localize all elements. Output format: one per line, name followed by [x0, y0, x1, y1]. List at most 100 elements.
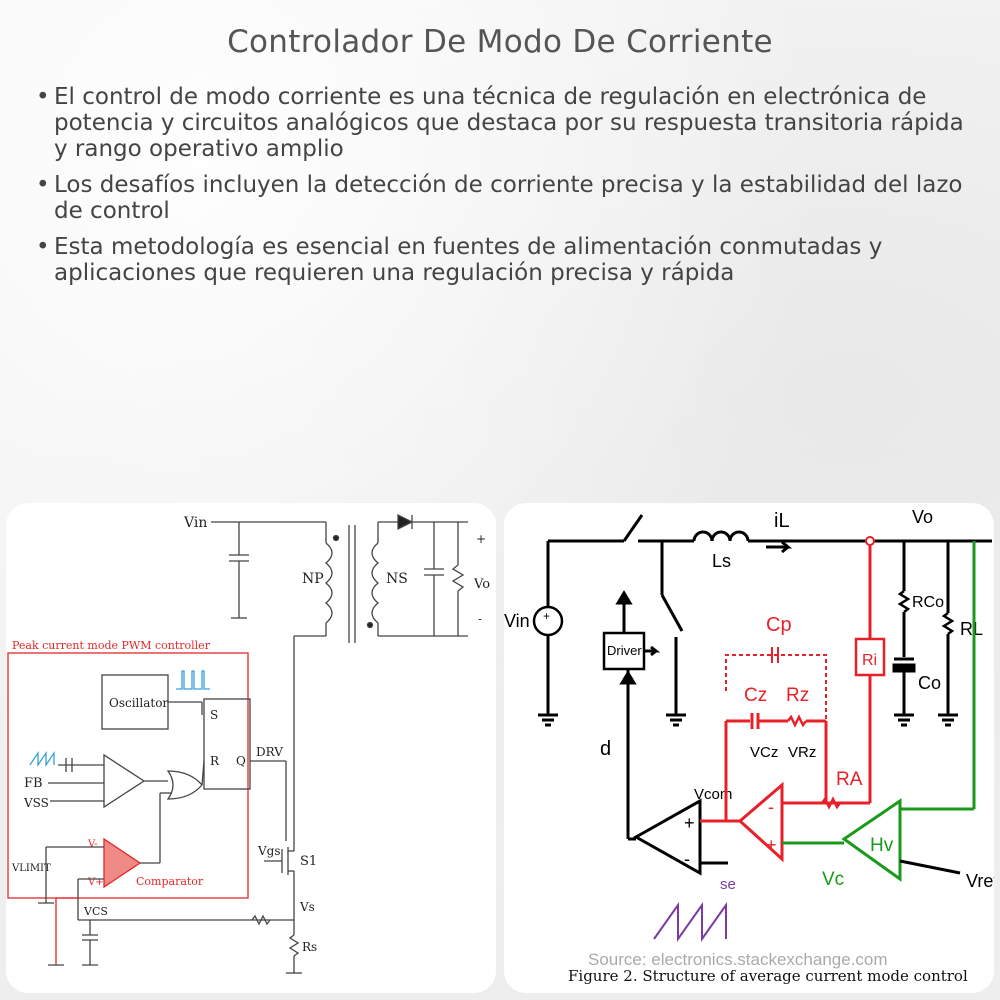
ca-plus: +	[766, 835, 777, 855]
load-resistor	[451, 564, 465, 592]
inductor-ls	[692, 530, 750, 542]
bullet-text: Esta metodología es esencial en fuentes …	[54, 234, 883, 286]
label-vcs: VCS	[83, 905, 108, 918]
ground-icon	[938, 713, 958, 727]
label-vref: Vref	[966, 871, 994, 891]
label-vin: Vin	[183, 515, 207, 531]
ground-icon	[538, 713, 558, 727]
label-vcz: VCz	[750, 744, 778, 761]
controller-box	[7, 652, 249, 899]
label-v-minus: V-	[87, 839, 98, 850]
bullet-list: •El control de modo corriente es una téc…	[36, 84, 966, 296]
switch	[660, 594, 684, 632]
label-vs: Vs	[299, 900, 315, 914]
bullet-item: •Esta metodología es esencial en fuentes…	[36, 234, 966, 286]
label-q: Q	[236, 754, 246, 768]
current-amp	[737, 781, 784, 863]
label-r: R	[210, 754, 220, 768]
label-v-plus: V+	[87, 877, 104, 888]
label-d: d	[600, 738, 611, 760]
label-minus: -	[478, 612, 482, 626]
diode	[397, 513, 414, 531]
bullet-text: El control de modo corriente es una técn…	[54, 84, 964, 162]
label-rl: RL	[960, 619, 983, 639]
peak-current-mode-schematic: Vin NP NS + Vo	[6, 503, 496, 993]
cp-dashed-loop	[725, 654, 827, 721]
bullet-dot: •	[36, 172, 50, 198]
wire	[201, 760, 205, 786]
bullet-dot: •	[36, 84, 50, 110]
label-il: iL	[774, 510, 790, 532]
error-amplifier	[103, 753, 146, 809]
label-plus: +	[476, 532, 486, 546]
label-np: NP	[302, 571, 324, 587]
label-vss: VSS	[23, 796, 49, 810]
label-s: S	[210, 708, 218, 722]
label-hv: Hv	[870, 835, 894, 856]
label-rs: Rs	[302, 940, 317, 954]
average-current-mode-schematic: iL Ls Vo + Vin Driver d Vcom + - se	[504, 503, 994, 993]
up-arrow-icon	[619, 670, 637, 685]
bullet-text: Los desafíos incluyen la detección de co…	[54, 172, 963, 224]
sense-resistor	[288, 934, 300, 957]
bullet-dot: •	[36, 234, 50, 260]
driver-arrow	[644, 645, 661, 657]
label-rco: RCo	[912, 594, 944, 611]
pwm-minus: -	[684, 849, 690, 869]
resistor-rz	[787, 714, 807, 728]
ground-icon	[666, 713, 686, 727]
bullet-item: •Los desafíos incluyen la detección de c…	[36, 172, 966, 224]
label-vo: Vo	[473, 577, 490, 592]
sawtooth-icon	[29, 750, 55, 768]
label-driver: Driver	[607, 643, 642, 658]
wire	[899, 859, 961, 875]
dot-marker	[366, 621, 374, 629]
resistor-rco	[897, 590, 911, 613]
label-drv: DRV	[256, 745, 283, 759]
sense-resistor-small	[251, 914, 271, 926]
il-sense-node	[865, 536, 875, 546]
sr-latch	[203, 698, 251, 790]
sawtooth-ramp	[653, 901, 727, 943]
label-vcom: Vcom	[694, 786, 732, 803]
secondary-winding	[371, 542, 380, 624]
left-schematic-svg: Vin NP NS + Vo	[7, 513, 490, 974]
label-vin: Vin	[504, 611, 530, 631]
label-co: Co	[918, 673, 941, 693]
capacitor-co	[892, 663, 916, 673]
or-gate	[166, 770, 203, 800]
label-ls: Ls	[712, 551, 731, 571]
label-se: se	[720, 876, 736, 893]
voltage-amp-hv	[841, 798, 902, 882]
label-vo: Vo	[912, 507, 933, 527]
label-rz: Rz	[786, 685, 809, 706]
right-schematic-svg: iL Ls Vo + Vin Driver d Vcom + - se	[504, 507, 994, 985]
figure-caption: Figure 2. Structure of average current m…	[568, 967, 968, 985]
ca-minus: -	[768, 797, 774, 817]
red-wire	[55, 897, 78, 965]
resistor-ra	[821, 796, 841, 810]
clock-pulses-icon	[176, 670, 210, 690]
label-vlimit: VLIMIT	[11, 863, 51, 874]
primary-winding	[324, 542, 333, 624]
switch	[622, 514, 644, 542]
label-s1: S1	[300, 854, 317, 869]
label-vgs: Vgs	[257, 844, 281, 858]
label-cp: Cp	[766, 614, 792, 636]
comparator	[103, 837, 142, 889]
label-ra: RA	[836, 769, 863, 790]
bullet-item: •El control de modo corriente es una téc…	[36, 84, 966, 162]
ground-icon	[894, 713, 914, 727]
label-comparator: Comparator	[136, 875, 204, 888]
label-ns: NS	[386, 571, 408, 587]
pwm-comparator	[632, 798, 702, 876]
source-watermark: Source: electronics.stackexchange.com	[588, 950, 888, 969]
page-title: Controlador De Modo De Corriente	[227, 24, 773, 60]
up-arrow-icon	[615, 590, 633, 605]
label-fb: FB	[24, 776, 43, 791]
label-vrz: VRz	[788, 744, 816, 761]
label-controller: Peak current mode PWM controller	[12, 639, 211, 652]
pwm-plus: +	[684, 813, 695, 833]
label-vc: Vc	[822, 869, 844, 890]
source-polarity: +	[543, 609, 550, 623]
